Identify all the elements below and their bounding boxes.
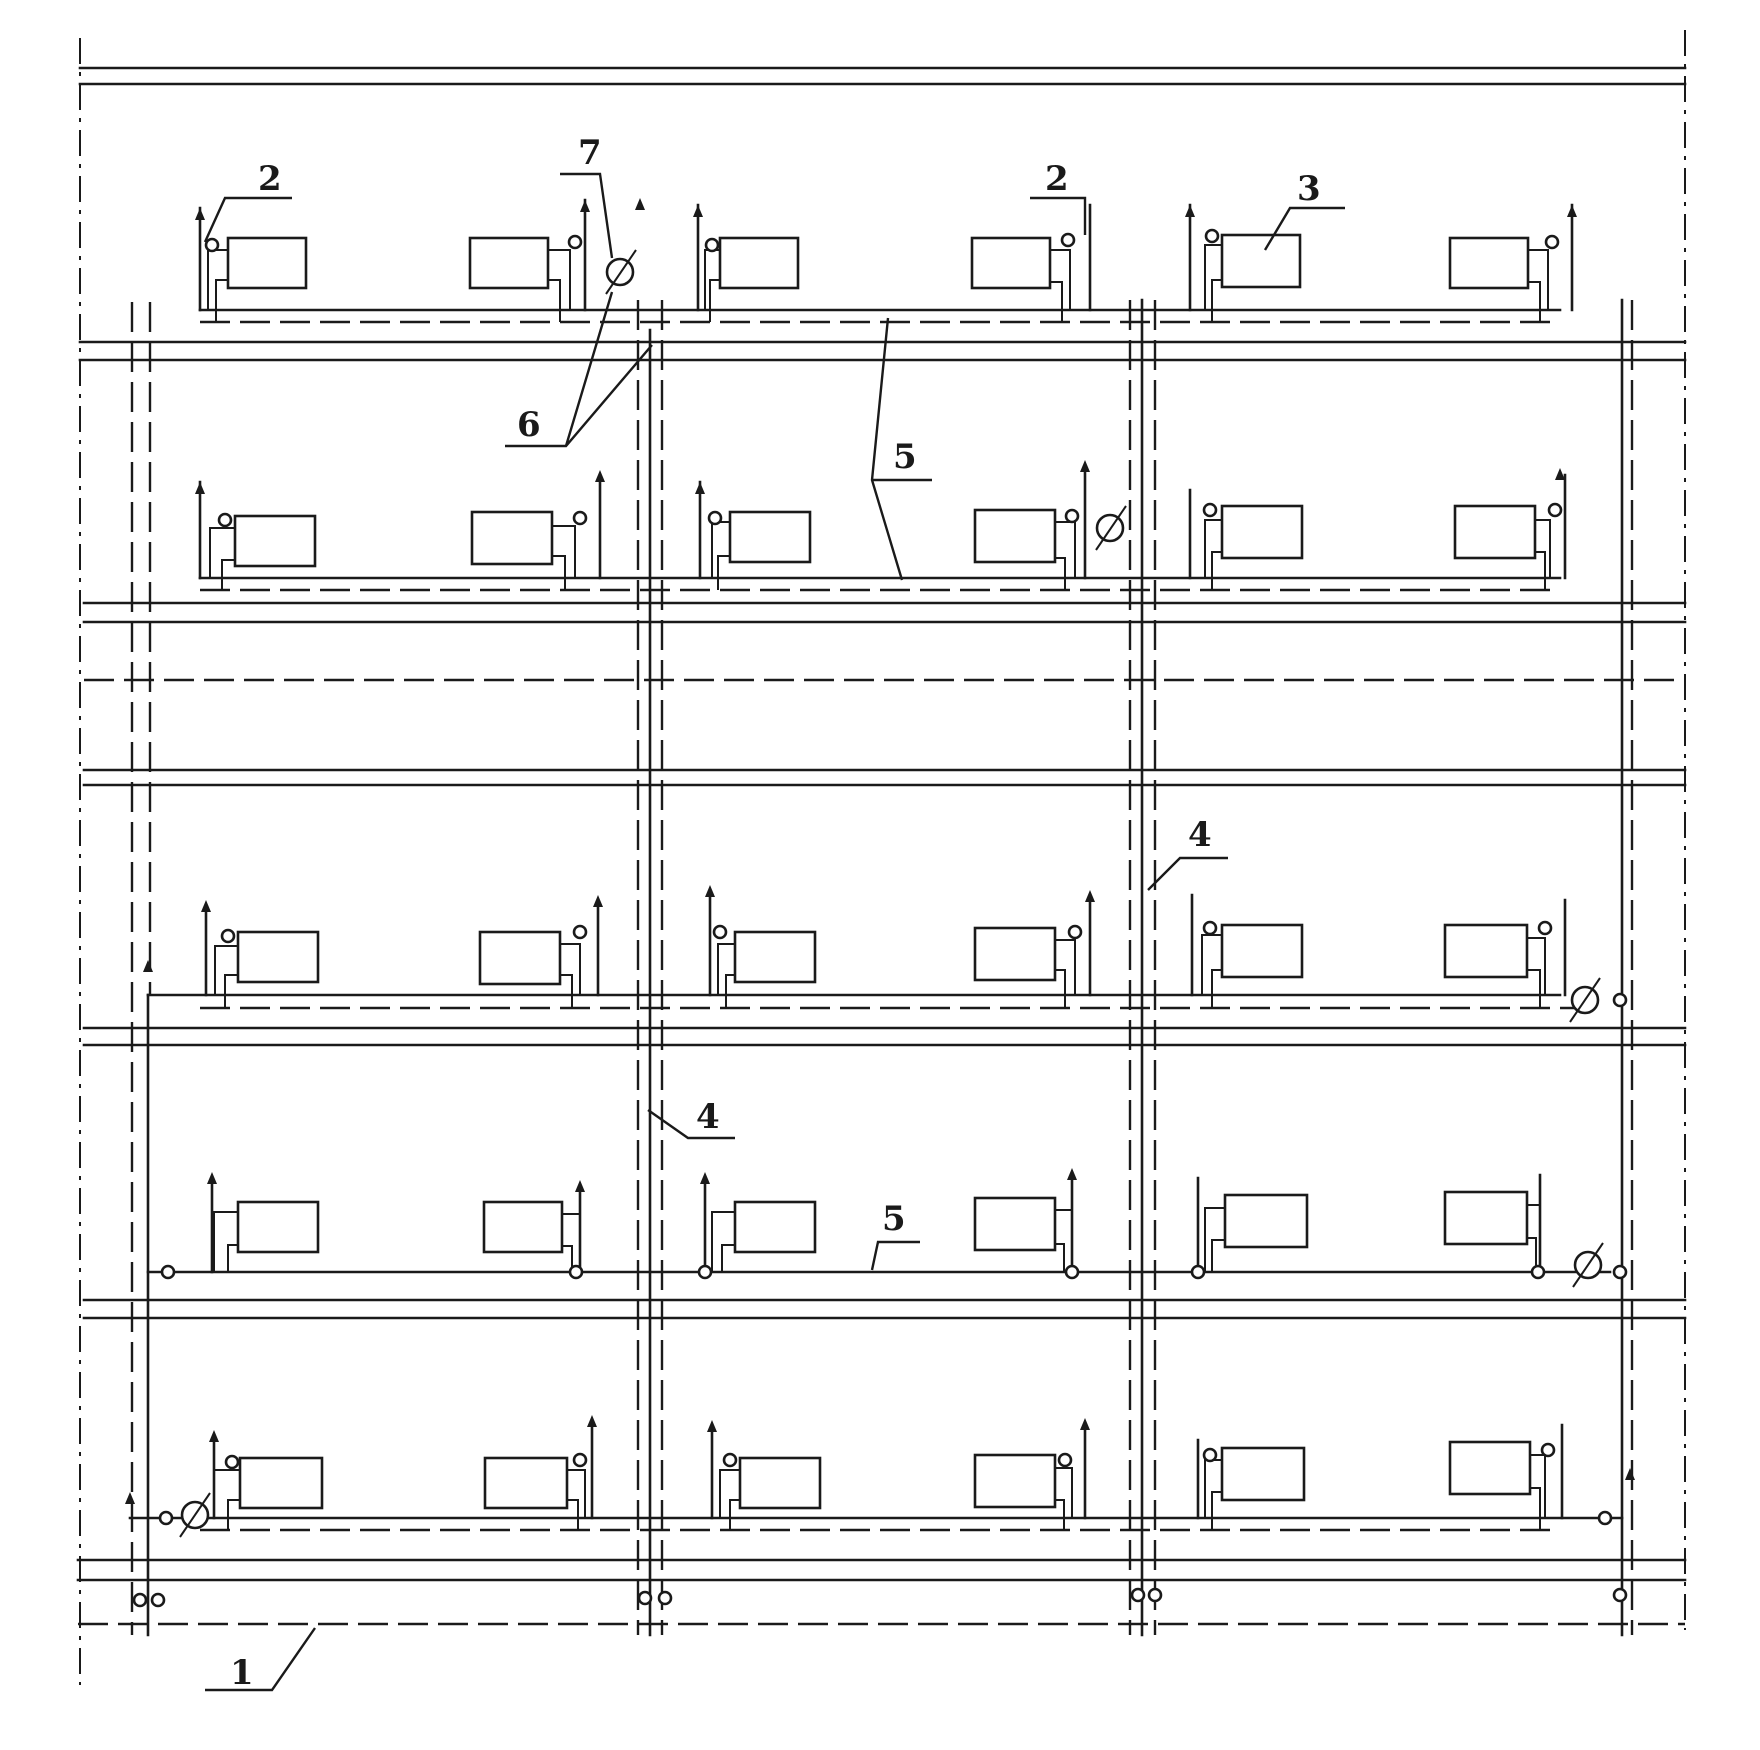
branches (128, 308, 1624, 1532)
callouts: 1 2 2 3 7 6 5 4 (203, 133, 1345, 1693)
meter-top (605, 249, 637, 295)
callout-5-lower-label: 5 (882, 1199, 906, 1239)
meter-f1-left (179, 1492, 211, 1538)
radiator-f2-4 (973, 1173, 1074, 1274)
radiator-f5-2 (468, 198, 587, 322)
radiator-f3-1 (204, 903, 320, 1008)
radiator-f1-5 (1196, 1438, 1306, 1530)
riser-right (1620, 298, 1634, 1637)
radiator-f3-2 (478, 898, 600, 1008)
radiator-f4-5 (1188, 488, 1304, 590)
meters (179, 249, 1604, 1538)
radiator-f3-6 (1443, 898, 1567, 1008)
branch-floor-4 (198, 576, 1562, 592)
callout-2-mid: 2 (1030, 159, 1087, 235)
callout-5-upper: 5 (870, 317, 932, 581)
radiator-f2-3 (703, 1176, 817, 1274)
radiator-f1-3 (710, 1423, 822, 1530)
radiator-f4-6 (1453, 473, 1567, 590)
meter-f4 (1095, 505, 1127, 551)
radiator-f5-4 (970, 203, 1092, 322)
slab-floor-5 (78, 340, 1687, 362)
callout-7-label: 7 (578, 133, 602, 173)
slab-floor-3 (82, 1026, 1687, 1047)
branch-floor-1 (128, 1516, 1624, 1532)
radiator-f2-6 (1443, 1173, 1542, 1274)
riser-left (130, 302, 152, 1637)
slab-floor-2 (82, 1298, 1687, 1320)
slab-floor-4 (82, 601, 1687, 682)
radiator-f3-3 (708, 893, 817, 1008)
radiator-f5-1 (198, 206, 308, 322)
meter-f3-right (1569, 977, 1601, 1023)
radiator-f5-6 (1448, 203, 1574, 322)
radiator-f2-1 (210, 1176, 320, 1274)
callout-3-label: 3 (1297, 169, 1321, 209)
callout-6-label: 6 (517, 405, 541, 445)
basement-slab (76, 1558, 1687, 1626)
callout-6: 6 (505, 291, 653, 448)
callout-3: 3 (1263, 169, 1345, 251)
radiator-f4-4 (973, 468, 1087, 590)
valves (132, 228, 1628, 1608)
callout-5-lower: 5 (870, 1199, 920, 1271)
branch-floor-5 (198, 308, 1562, 324)
slab-mid (82, 768, 1687, 787)
callout-4-upper-label: 4 (1188, 815, 1212, 855)
callout-1-label: 1 (230, 1653, 254, 1693)
radiator-f4-3 (698, 480, 812, 590)
callout-1: 1 (205, 1627, 316, 1693)
radiators (198, 198, 1574, 1530)
roof-slab (78, 66, 1687, 86)
radiator-f4-2 (470, 480, 602, 590)
radiator-f2-2 (482, 1183, 582, 1274)
callout-4-upper: 4 (1147, 815, 1228, 891)
callout-2-mid-label: 2 (1045, 159, 1069, 199)
radiator-f5-3 (696, 203, 800, 322)
riser-b (1128, 298, 1157, 1637)
radiator-f1-6 (1448, 1423, 1564, 1530)
branch-floor-3 (146, 993, 1600, 1010)
radiator-f3-4 (973, 893, 1092, 1008)
risers (130, 298, 1634, 1637)
radiator-f1-1 (212, 1434, 324, 1530)
callout-2-left-label: 2 (258, 159, 282, 199)
floor-slabs (76, 66, 1687, 1626)
callout-2-left: 2 (203, 159, 292, 243)
radiator-f3-5 (1190, 893, 1304, 1008)
meter-f2-right (1572, 1242, 1604, 1288)
radiator-f5-5 (1188, 203, 1302, 322)
callout-4-lower: 4 (647, 1097, 735, 1140)
radiator-f4-1 (198, 480, 317, 590)
callout-7: 7 (560, 133, 614, 259)
radiator-f1-4 (973, 1423, 1087, 1530)
outer-walls (79, 30, 1686, 1685)
radiator-f2-5 (1196, 1176, 1309, 1274)
callout-5-upper-label: 5 (893, 437, 917, 477)
riser-a (636, 300, 664, 1637)
radiator-f1-2 (483, 1420, 594, 1530)
callout-4-lower-label: 4 (696, 1097, 720, 1137)
air-vent-arrows (125, 198, 1635, 1504)
